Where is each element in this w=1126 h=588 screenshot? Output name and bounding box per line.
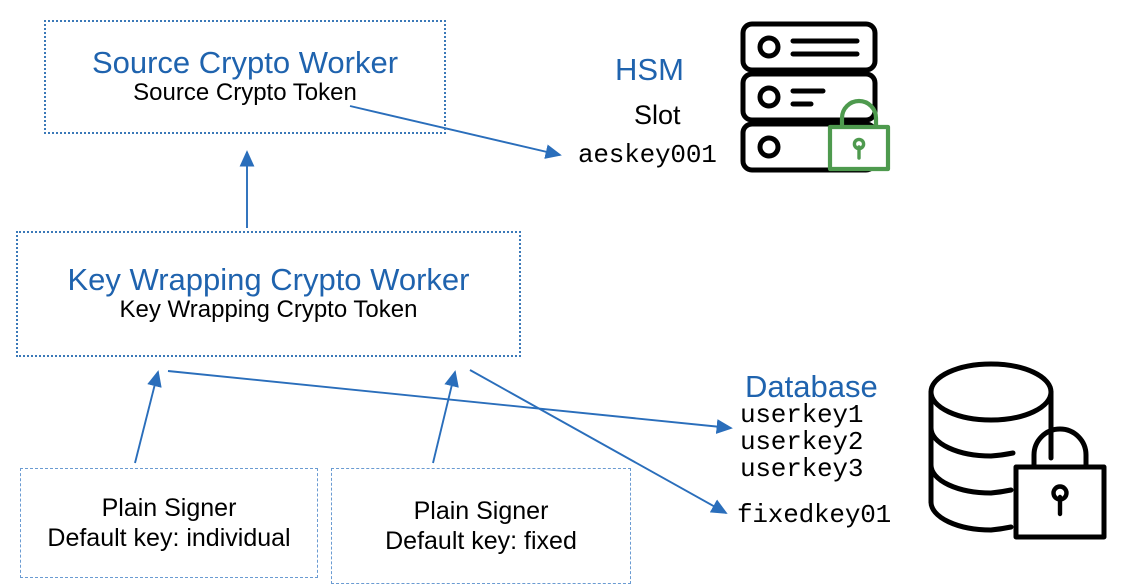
plain-signer-fixed-box[interactable]: Plain Signer Default key: fixed xyxy=(331,468,631,584)
plain-signer-fixed-line2: Default key: fixed xyxy=(385,527,577,555)
key-wrapping-crypto-token-label: Key Wrapping Crypto Token xyxy=(119,295,418,323)
database-key-3: userkey3 xyxy=(740,454,864,484)
key-wrapping-crypto-worker-box[interactable]: Key Wrapping Crypto Worker Key Wrapping … xyxy=(16,231,521,357)
database-key-2: userkey2 xyxy=(740,427,864,457)
hsm-slot-label: Slot xyxy=(634,100,681,130)
plain-signer-fixed-line1: Plain Signer xyxy=(413,497,549,525)
connector-keywrapping-to-userkey2 xyxy=(167,370,733,434)
database-title: Database xyxy=(745,369,878,404)
database-fixed-key: fixedkey01 xyxy=(737,500,892,530)
green-padlock-icon xyxy=(827,98,891,172)
plain-signer-individual-box[interactable]: Plain Signer Default key: individual xyxy=(20,468,318,578)
source-crypto-worker-box[interactable]: Source Crypto Worker Source Crypto Token xyxy=(44,20,446,134)
connector-signer-fixed-to-keywrapping xyxy=(432,370,459,464)
black-padlock-icon xyxy=(1013,426,1107,540)
database-cylinder-icon xyxy=(928,361,1054,533)
hsm-title: HSM xyxy=(615,52,684,87)
source-crypto-token-label: Source Crypto Token xyxy=(133,78,357,106)
source-crypto-worker-title: Source Crypto Worker xyxy=(91,45,399,81)
hsm-key-name: aeskey001 xyxy=(578,140,717,170)
plain-signer-individual-line1: Plain Signer xyxy=(101,494,237,522)
server-rack-icon xyxy=(740,21,878,173)
connector-signer-individual-to-keywrapping xyxy=(134,370,162,464)
database-key-1: userkey1 xyxy=(740,400,864,430)
key-wrapping-crypto-worker-title: Key Wrapping Crypto Worker xyxy=(67,262,470,298)
plain-signer-individual-line2: Default key: individual xyxy=(47,524,291,552)
